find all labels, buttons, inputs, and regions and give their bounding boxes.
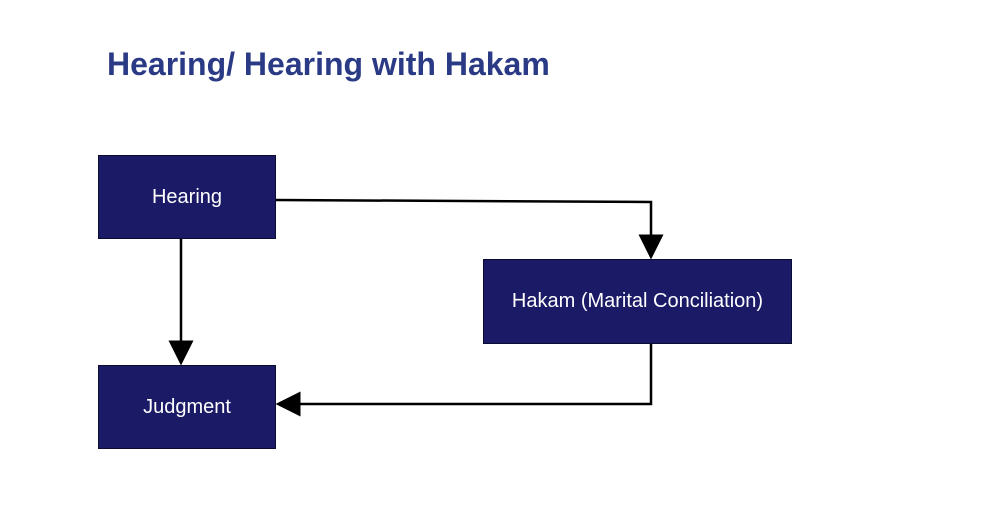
node-hearing: Hearing [98,155,276,239]
node-hakam: Hakam (Marital Conciliation) [483,259,792,344]
node-label: Hakam (Marital Conciliation) [511,290,764,312]
node-label: Judgment [143,395,231,418]
arrow-hearing-to-hakam [275,198,664,260]
node-judgment: Judgment [98,365,276,449]
arrow-hakam-to-judgment [275,343,653,417]
node-label: Hearing [151,185,223,208]
page-title: Hearing/ Hearing with Hakam [107,46,550,82]
